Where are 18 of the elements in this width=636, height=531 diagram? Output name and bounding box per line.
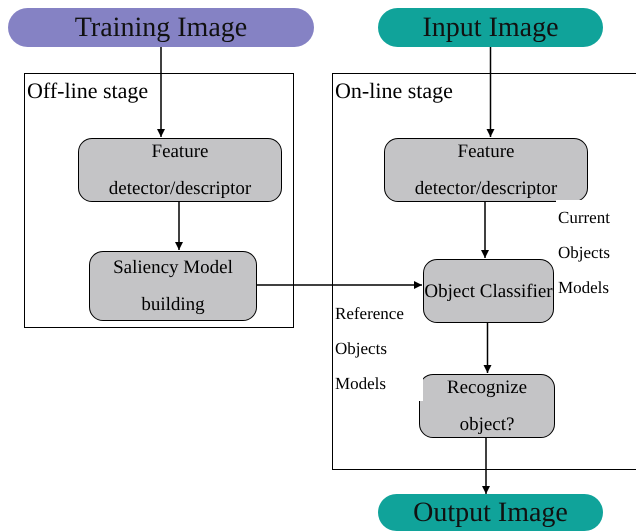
stage-title: Off-line stage [27,78,148,104]
terminal-pill: Output Image [378,494,603,531]
arrow [175,201,183,250]
arrow [486,47,494,137]
arrow [256,281,422,289]
process-box: Recognize object? [419,374,555,438]
stage-title: On-line stage [335,78,453,104]
process-box: Saliency Model building [89,251,257,321]
arrow [484,322,492,373]
terminal-pill: Input Image [378,8,603,47]
arrow [481,201,489,258]
process-box: Feature detector/descriptor [78,138,282,202]
process-box: Feature detector/descriptor [384,138,588,202]
process-box: Object Classifier [423,259,554,323]
arrow [482,437,490,494]
stage-frame [24,73,294,328]
arrow [157,47,165,137]
terminal-pill: Training Image [8,8,314,47]
